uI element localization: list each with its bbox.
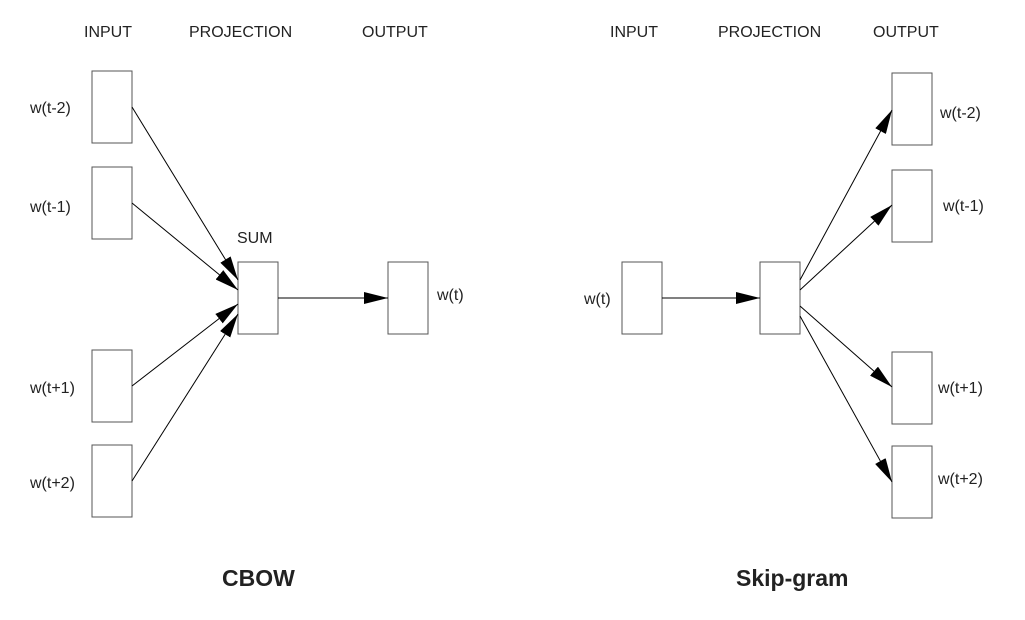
cbow-output-node [387,261,429,335]
cbow-arrow-input-to-projection [131,106,239,281]
skipgram-header-output: OUTPUT [873,24,939,41]
skipgram-output-word-label: w(t-1) [942,198,984,215]
cbow-header-output: OUTPUT [362,24,428,41]
skipgram-input-node [621,261,663,335]
skipgram-projection-node [759,261,801,335]
skipgram-arrow-projection-to-output [799,204,893,291]
skipgram-output-word-label: w(t+1) [937,380,983,397]
skipgram-model: INPUT PROJECTION OUTPUT w(t) w(t-2) w(t-… [583,24,984,591]
cbow-projection-node [237,261,279,335]
skipgram-output-word-label: w(t-2) [939,105,981,122]
skipgram-arrow-projection-to-output [799,109,893,281]
cbow-input-node-t-plus-1 [91,349,133,423]
skipgram-input-word-label: w(t) [583,291,611,308]
cbow-title: CBOW [222,565,295,591]
cbow-input-word-label: w(t-2) [29,100,71,117]
cbow-input-node-t-minus-2 [91,70,133,144]
skipgram-output-node-t-plus-2 [891,445,933,519]
cbow-input-word-label: w(t+2) [29,475,75,492]
skipgram-title: Skip-gram [736,565,848,591]
cbow-arrow-input-to-projection [131,313,239,482]
cbow-model: INPUT PROJECTION OUTPUT w(t-2) w(t-1) w(… [29,24,464,591]
cbow-arrow-input-to-projection [131,303,239,387]
skipgram-output-word-label: w(t+2) [937,471,983,488]
skipgram-arrow-projection-to-output [799,315,893,483]
cbow-projection-sum-label: SUM [237,230,273,247]
cbow-arrow-input-to-projection [131,202,239,291]
skipgram-output-node-t-minus-2 [891,72,933,146]
skipgram-output-node-t-minus-1 [891,169,933,243]
cbow-header-input: INPUT [84,24,132,41]
skipgram-output-node-t-plus-1 [891,351,933,425]
cbow-input-word-label: w(t+1) [29,380,75,397]
skipgram-header-projection: PROJECTION [718,24,821,41]
cbow-input-node-t-minus-1 [91,166,133,240]
skipgram-arrow-projection-to-output [799,305,893,388]
cbow-output-word-label: w(t) [436,287,464,304]
cbow-header-projection: PROJECTION [189,24,292,41]
skipgram-header-input: INPUT [610,24,658,41]
cbow-input-node-t-plus-2 [91,444,133,518]
cbow-input-word-label: w(t-1) [29,199,71,216]
